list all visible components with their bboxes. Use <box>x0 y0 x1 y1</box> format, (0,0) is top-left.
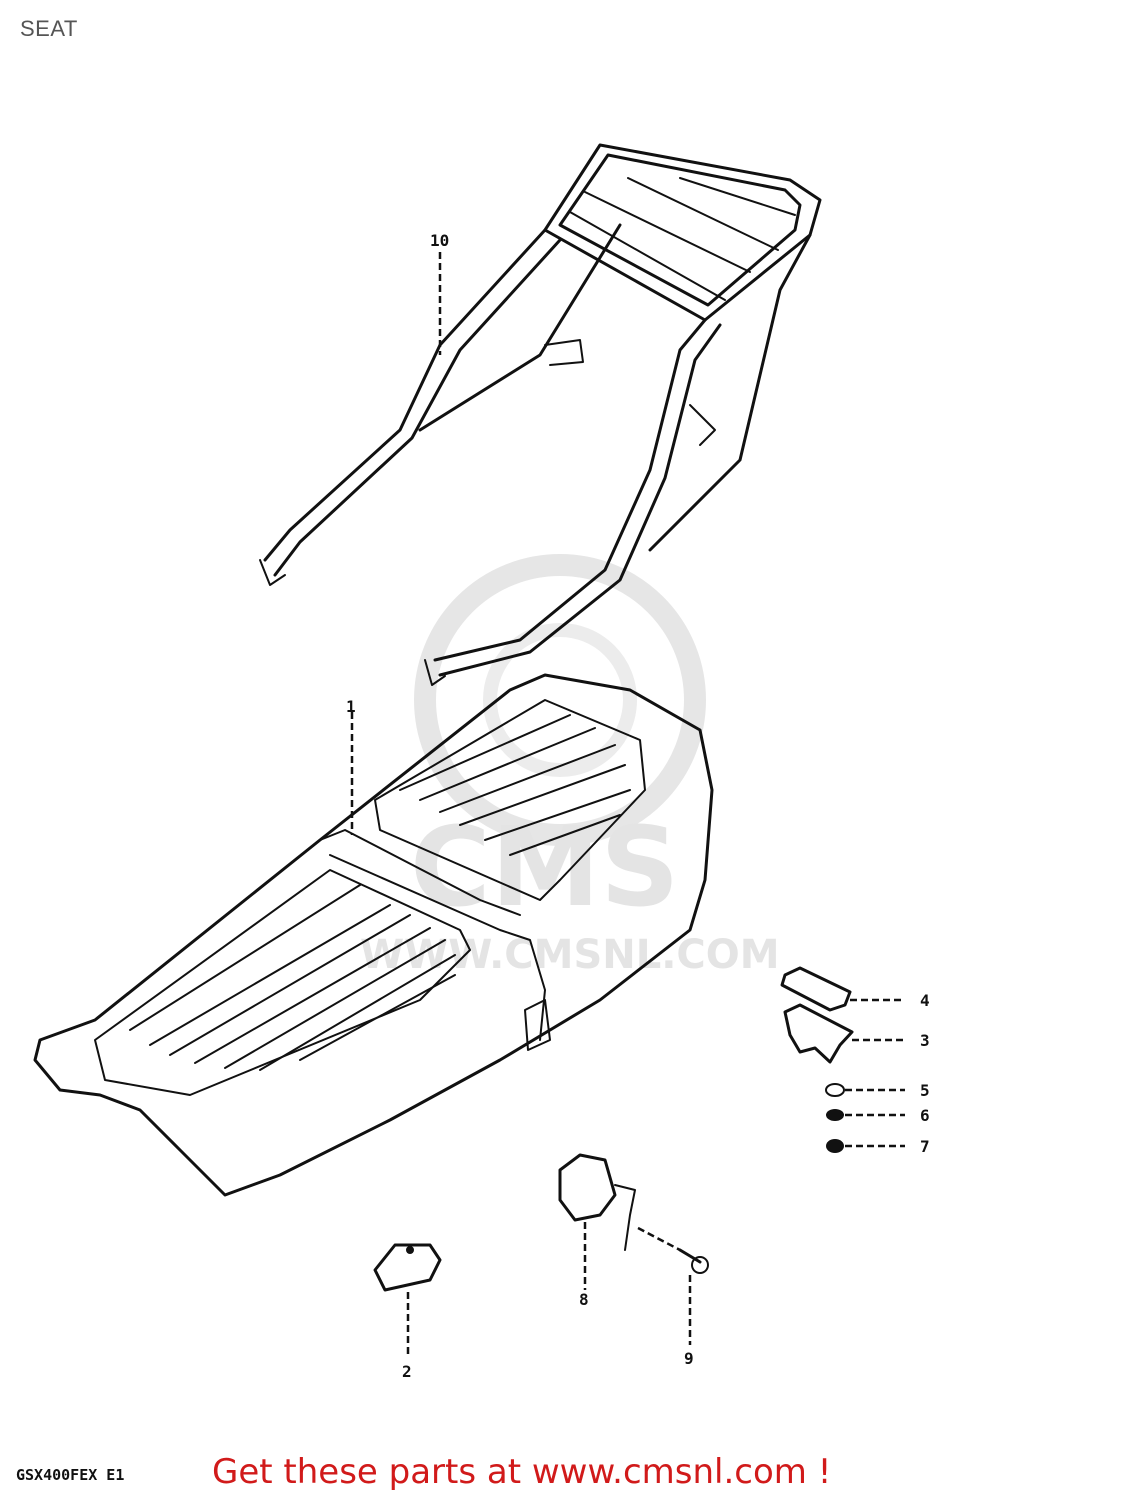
seat <box>33 673 714 1197</box>
part-9-screw <box>678 1248 709 1274</box>
callout-part-3: 3 <box>920 1031 930 1050</box>
promo-link[interactable]: Get these parts at www.cmsnl.com ! <box>212 1452 832 1492</box>
callout-part-5: 5 <box>920 1081 930 1100</box>
callout-part-4: 4 <box>920 991 930 1010</box>
part-7-nut <box>826 1139 844 1153</box>
callout-part-6: 6 <box>920 1106 930 1125</box>
watermark-url: WWW.CMSNL.COM <box>360 932 780 978</box>
callout-part-2: 2 <box>402 1362 412 1381</box>
callout-part-9: 9 <box>684 1349 694 1368</box>
part-2-bracket <box>373 1243 442 1292</box>
callout-part-1: 1 <box>346 697 356 716</box>
rear-carrier-frame <box>259 143 822 686</box>
watermark-brand: CMS <box>410 803 679 931</box>
part-4-cushion <box>780 966 852 1012</box>
model-code: GSX400FEX E1 <box>16 1466 124 1484</box>
callout-part-8: 8 <box>579 1290 589 1309</box>
part-6-washer <box>826 1109 844 1121</box>
watermark: CMS WWW.CMSNL.COM <box>360 554 780 978</box>
page-title: SEAT <box>20 16 78 41</box>
part-5-washer <box>825 1083 845 1097</box>
callout-part-10: 10 <box>430 231 449 250</box>
part-8-seat-lock <box>558 1153 636 1251</box>
callout-part-7: 7 <box>920 1137 930 1156</box>
part-3-bracket <box>783 1003 854 1064</box>
